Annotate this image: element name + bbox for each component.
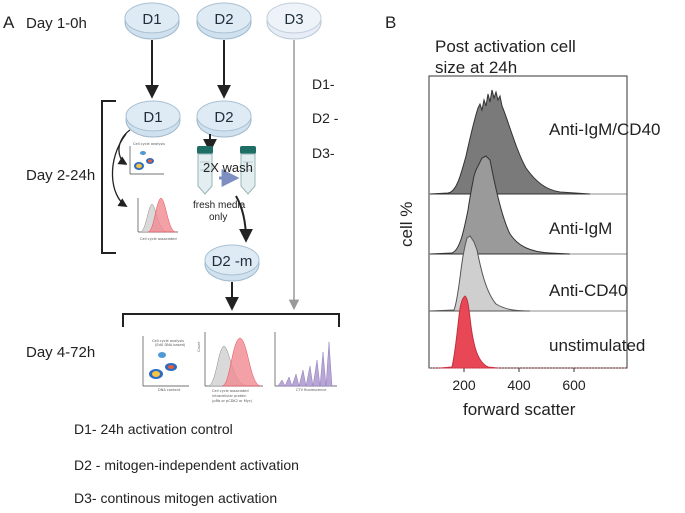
mini-title: Cell cycle analysis bbox=[152, 339, 184, 343]
row-label-anti-igm-cd40: Anti-IgM/CD40 bbox=[549, 120, 660, 139]
curved-arrow-to-histogram bbox=[111, 133, 128, 207]
mini-ylabel: Count bbox=[197, 341, 201, 352]
petri-dish-d3-top: D3 bbox=[266, 2, 322, 40]
x-axis-label: forward scatter bbox=[463, 400, 576, 419]
panel-b-title-1: Post activation cell bbox=[435, 37, 576, 56]
curved-arrow-to-cellcycle bbox=[117, 129, 131, 165]
dish-label: D1 bbox=[143, 109, 162, 126]
mini-xlabel-1: Cell cycle associated bbox=[212, 389, 249, 393]
mini-xlabel: Cell cycle associated bbox=[140, 237, 177, 241]
day4-label: Day 4-72h bbox=[26, 344, 95, 361]
centrifuge-tube-2 bbox=[240, 146, 256, 195]
histogram-unstimulated bbox=[439, 295, 499, 369]
x-tick-label-600: 600 bbox=[562, 377, 586, 393]
mini-cellcycle-plot-day4: Cell cycle analysis (EdU DNA based) DNA … bbox=[142, 336, 189, 392]
arrow-tube-to-d2m bbox=[235, 195, 253, 243]
mini-proliferation-plot-day4: CTV fluorescence bbox=[274, 332, 337, 392]
dish-label: D2 bbox=[214, 11, 233, 28]
fresh-media-label-1: fresh media bbox=[193, 200, 246, 211]
petri-dish-d1-top: D1 bbox=[124, 2, 180, 40]
y-axis-label: cell % bbox=[397, 202, 416, 247]
legend-d1: D1- 24h activation control bbox=[74, 421, 233, 437]
day2-bracket bbox=[101, 100, 116, 254]
mini-cellcycle-plot-day2: Cell cycle analysis bbox=[127, 142, 165, 176]
petri-dish-d2-top: D2 bbox=[196, 2, 252, 40]
petri-dish-d2m: D2 -m bbox=[204, 244, 260, 282]
day2-label: Day 2-24h bbox=[26, 167, 95, 184]
centrifuge-tube-1 bbox=[197, 146, 213, 195]
petri-dish-d1-mid: D1 bbox=[125, 100, 181, 138]
legend-d3: D3- continous mitogen activation bbox=[74, 490, 277, 506]
side-label-d1: D1- bbox=[312, 76, 335, 92]
mini-histogram-day4: Count Cell cycle associated intracellula… bbox=[197, 332, 263, 403]
mini-xlabel: DNA content bbox=[158, 388, 181, 392]
panel-b-title-2: size at 24h bbox=[435, 58, 517, 77]
mini-title: Cell cycle analysis bbox=[133, 142, 165, 146]
histogram-anti-cd40 bbox=[429, 235, 531, 312]
row-label-anti-igm: Anti-IgM bbox=[549, 219, 612, 238]
mini-xlabel-3: (pRb or pCDK2 or Myc) bbox=[212, 399, 253, 403]
mini-subtitle: (EdU DNA based) bbox=[155, 343, 186, 347]
dish-label: D1 bbox=[142, 11, 161, 28]
mini-xlabel: CTV fluorescence bbox=[296, 388, 326, 392]
dish-label: D3 bbox=[284, 11, 303, 28]
histogram-anti-igm-cd40 bbox=[429, 89, 591, 195]
x-tick-label-400: 400 bbox=[507, 377, 531, 393]
day1-label: Day 1-0h bbox=[26, 15, 87, 32]
row-label-unstimulated: unstimulated bbox=[549, 336, 645, 355]
side-label-d3: D3- bbox=[312, 145, 335, 161]
mini-xlabel-2: intracellular protein bbox=[212, 394, 247, 398]
dish-label: D2 bbox=[214, 109, 233, 126]
mini-histogram-day2: Cell cycle associated bbox=[137, 197, 178, 241]
fresh-media-label-2: only bbox=[209, 212, 227, 223]
petri-dish-d2-mid: D2 bbox=[196, 100, 252, 138]
histogram-anti-igm bbox=[429, 155, 571, 255]
panel-b-letter: B bbox=[385, 13, 396, 32]
legend-d2: D2 - mitogen-independent activation bbox=[74, 457, 299, 473]
side-label-d2: D2 - bbox=[312, 110, 339, 126]
day4-bracket bbox=[122, 313, 340, 327]
x-tick-label-200: 200 bbox=[452, 377, 476, 393]
panel-a-letter: A bbox=[3, 13, 15, 32]
wash-label: 2X wash bbox=[203, 160, 253, 175]
row-label-anti-cd40: Anti-CD40 bbox=[549, 281, 627, 300]
dish-label: D2 -m bbox=[212, 253, 253, 270]
